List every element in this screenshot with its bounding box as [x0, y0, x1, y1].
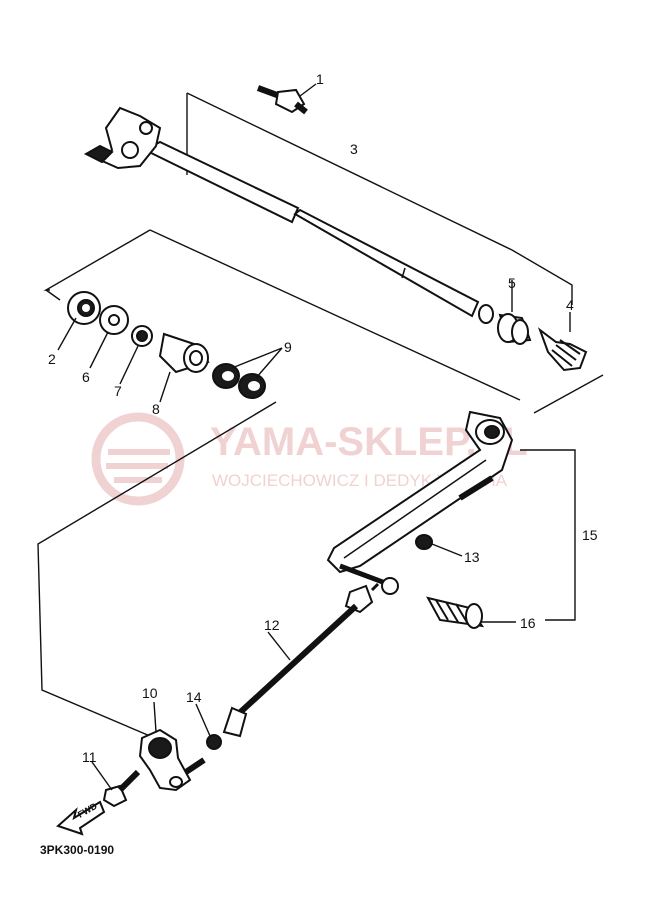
diagram-code: 3PK300-0190: [40, 843, 114, 857]
callout-3: 3: [350, 141, 358, 157]
callout-16: 16: [520, 615, 536, 631]
watermark-logo: [91, 412, 185, 506]
callout-7: 7: [114, 383, 122, 399]
part-8-sleeve: [158, 332, 210, 374]
callout-6: 6: [82, 369, 90, 385]
bushing-group-frame-corner: [45, 289, 61, 301]
callout-14: 14: [186, 689, 202, 705]
callout-9: 9: [284, 339, 292, 355]
part-15-shift-lever: [326, 410, 514, 574]
callout-12: 12: [264, 617, 280, 633]
bushing-group-frame-top: [149, 229, 521, 401]
part-13-nut: [415, 534, 433, 550]
callout-2: 2: [48, 351, 56, 367]
callout-11: 11: [82, 749, 97, 765]
part-14-nut: [206, 734, 222, 750]
part-7-circlip: [131, 325, 153, 347]
linkage-group-frame: [37, 401, 277, 737]
leader-lines: [57, 83, 571, 791]
callout-10: 10: [142, 685, 158, 701]
callout-5: 5: [508, 275, 516, 291]
part-5-collar: [497, 313, 532, 345]
part-6-washer: [99, 305, 129, 335]
part-9-bearings: [212, 363, 266, 399]
part-4-spring: [537, 327, 588, 372]
callout-13: 13: [464, 549, 480, 565]
part-1-bolt: [256, 85, 308, 115]
callout-15: 15: [582, 527, 598, 543]
bushing-group-frame-left: [43, 229, 151, 291]
callout-8: 8: [152, 401, 160, 417]
lever-group-frame: [520, 449, 576, 621]
part-16-footpeg: [339, 563, 485, 629]
shaft-group-frame-top: [186, 92, 573, 305]
part-2-oil-seal: [67, 291, 101, 325]
part-10-shift-arm: [138, 728, 206, 792]
callout-numbers: 1 2 3 4 5 6 7 8 9 10 11 12 13 14 15 16: [48, 71, 598, 765]
group-frames: [37, 92, 604, 737]
fwd-arrow-icon: FWD: [56, 800, 106, 836]
callout-4: 4: [566, 297, 574, 313]
part-11-bolt: [102, 769, 141, 808]
part-12-shift-rod: [222, 582, 380, 738]
bushing-group-frame-right: [533, 374, 604, 414]
callout-1: 1: [316, 71, 324, 87]
part-3-shift-shaft: [83, 106, 494, 324]
